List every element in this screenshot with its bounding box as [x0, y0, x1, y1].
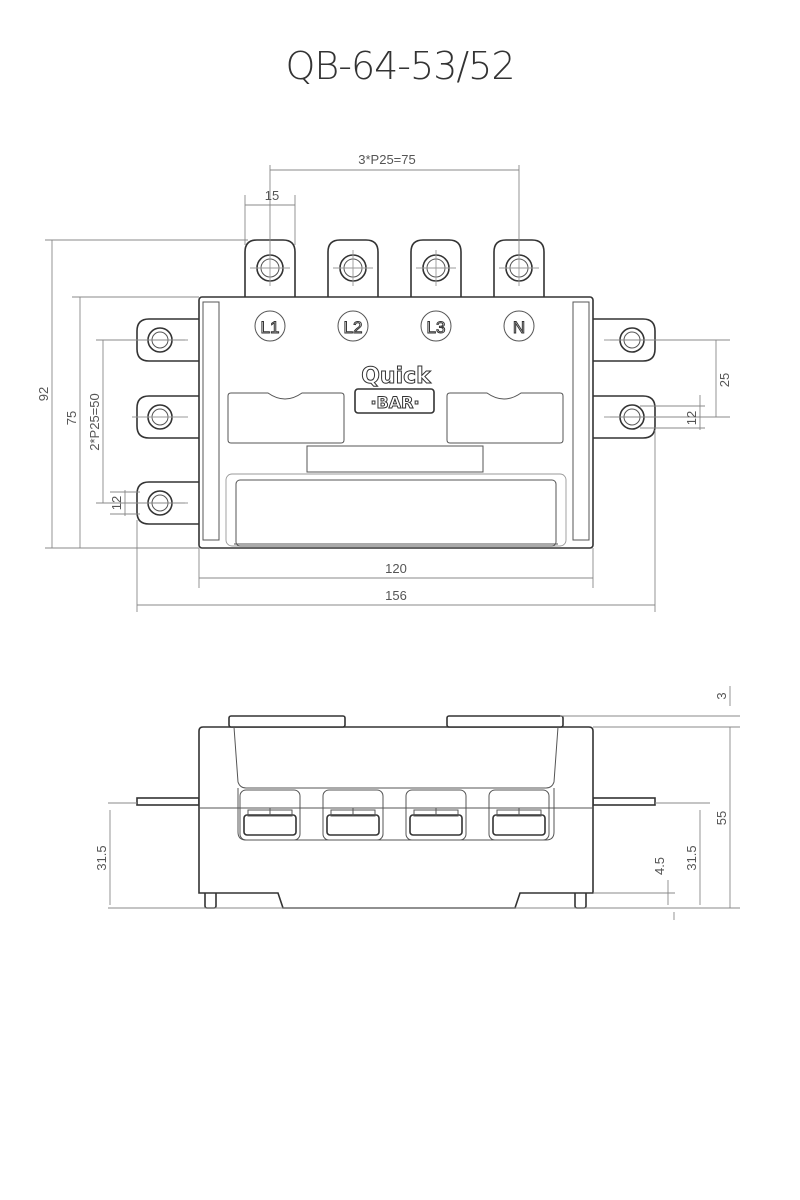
- top-terminals: [244, 239, 545, 300]
- window-right: [446, 392, 564, 444]
- terminal-label: L3: [427, 318, 446, 337]
- dim-lug-width: 15: [265, 188, 279, 203]
- dim-right-pitch: 25: [717, 373, 732, 387]
- side-view: 3 55 31.5 4.5 31.5: [94, 686, 740, 920]
- dim-pitch-side: 2*P25=50: [87, 393, 102, 450]
- side-terminal-lug: [132, 395, 202, 439]
- terminal-slots: [239, 789, 550, 841]
- body-outline: [198, 296, 594, 549]
- terminal-slot: [488, 789, 550, 841]
- cover-tab-right: [446, 715, 564, 728]
- dim-pin-height-left: 31.5: [94, 845, 109, 870]
- top-terminal-lug: [327, 239, 379, 300]
- pin-left: [136, 797, 200, 806]
- dim-body-width: 120: [385, 561, 407, 576]
- dim-pin-height-right: 31.5: [684, 845, 699, 870]
- slot-frame: [237, 788, 555, 841]
- pin-right: [592, 797, 656, 806]
- terminal-label-circle: [503, 310, 535, 342]
- terminal-label-circle: [420, 310, 452, 342]
- dim-lug-right: 12: [684, 411, 699, 425]
- terminal-label-circle: [254, 310, 286, 342]
- dim-cover: 3: [714, 692, 729, 699]
- dim-pitch-top: 3*P25=75: [358, 152, 415, 167]
- terminal-labels: L1 L2 L3 N: [254, 310, 535, 342]
- dimension-lines: [45, 165, 730, 612]
- dim-overall-width: 156: [385, 588, 407, 603]
- dim-overall-height: 92: [36, 387, 51, 401]
- dim-lug-left: 12: [109, 496, 124, 510]
- terminal-slot: [322, 789, 384, 841]
- logo-quick: Quick: [361, 364, 432, 389]
- top-terminal-lug: [410, 239, 462, 300]
- logo-bar: ·BAR·: [370, 393, 419, 412]
- side-lugs: [132, 318, 660, 525]
- terminal-slot: [405, 789, 467, 841]
- right-rail: [572, 301, 590, 541]
- label-slot: [306, 445, 484, 473]
- left-rail: [202, 301, 220, 541]
- side-dimension-lines: [108, 686, 740, 920]
- terminal-label: L2: [344, 318, 363, 337]
- window-left: [227, 392, 345, 444]
- cover-tab-left: [228, 715, 346, 728]
- top-view: L1 L2 L3 N Quick ·BAR· 3*P25=75 15 92 75 2*…: [36, 152, 732, 612]
- terminal-label: L1: [261, 318, 280, 337]
- top-terminal-lug: [493, 239, 545, 300]
- dim-height: 55: [714, 811, 729, 825]
- dim-body-height: 75: [64, 411, 79, 425]
- drawing-title: QB-64-53/52: [285, 44, 515, 88]
- dim-foot: 4.5: [652, 857, 667, 875]
- terminal-slot: [239, 789, 301, 841]
- logo-bar-box: [354, 388, 435, 414]
- terminal-label: N: [513, 318, 525, 337]
- terminal-label-circle: [337, 310, 369, 342]
- cover: [235, 479, 557, 547]
- side-cover: [233, 726, 559, 789]
